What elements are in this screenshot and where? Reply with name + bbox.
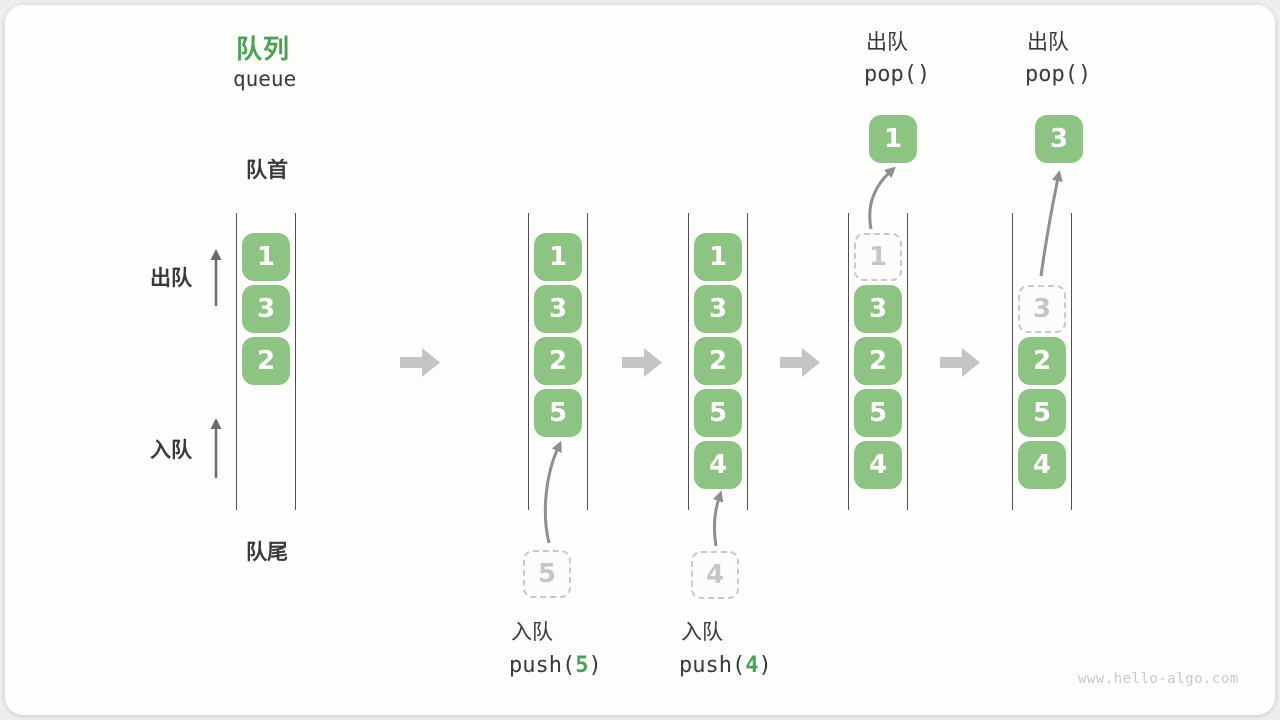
push-code-arg: 4 [745, 653, 759, 678]
popped-cell: 1 [869, 115, 917, 163]
push-code-suffix: ) [588, 653, 602, 678]
queue-cell: 1 [694, 233, 742, 281]
push-code-arg: 5 [575, 653, 589, 678]
diagram-card [5, 5, 1275, 715]
watermark: www.hello-algo.com [1078, 671, 1239, 687]
queue-cell: 5 [534, 389, 582, 437]
queue-cell: 4 [854, 441, 902, 489]
queue-cell: 3 [694, 285, 742, 333]
queue-cell: 5 [1018, 389, 1066, 437]
rear-label: 队尾 [246, 541, 288, 564]
pop-op-label: 出队 [1027, 31, 1069, 54]
diagram-title-zh: 队列 [236, 34, 291, 64]
queue-state-4: 1 3 2 5 4 [848, 213, 908, 510]
push-op-code: push(4) [679, 653, 772, 678]
push-code-suffix: ) [758, 653, 772, 678]
queue-cell: 1 [242, 233, 290, 281]
dequeue-side-label: 出队 [150, 267, 192, 290]
front-label: 队首 [246, 159, 288, 182]
staged-cell: 5 [523, 550, 571, 598]
queue-cell: 2 [534, 337, 582, 385]
queue-cell: 2 [1018, 337, 1066, 385]
queue-cell: 5 [854, 389, 902, 437]
queue-cell: 3 [854, 285, 902, 333]
queue-cell: 2 [854, 337, 902, 385]
pop-op-code: pop() [1025, 62, 1092, 87]
popped-cell: 3 [1035, 115, 1083, 163]
queue-state-1: 1 3 2 [236, 213, 296, 510]
queue-cell-dashed: 3 [1018, 285, 1066, 333]
pop-op-code: pop() [864, 62, 931, 87]
queue-cell: 2 [242, 337, 290, 385]
queue-cell: 4 [1018, 441, 1066, 489]
push-code-prefix: push( [509, 653, 576, 678]
pop-op-label: 出队 [866, 31, 908, 54]
push-op-code: push(5) [509, 653, 602, 678]
push-op-label: 入队 [511, 621, 553, 644]
queue-cell: 5 [694, 389, 742, 437]
queue-cell-dashed: 1 [854, 233, 902, 281]
push-code-prefix: push( [679, 653, 746, 678]
queue-cell: 3 [242, 285, 290, 333]
queue-state-2: 1 3 2 5 [528, 213, 588, 510]
queue-cell: 2 [694, 337, 742, 385]
queue-cell: 1 [534, 233, 582, 281]
enqueue-side-label: 入队 [150, 439, 192, 462]
staged-cell: 4 [691, 551, 739, 599]
queue-state-5: 3 2 5 4 [1012, 213, 1072, 510]
queue-state-3: 1 3 2 5 4 [688, 213, 748, 510]
diagram-title-en: queue [233, 67, 297, 91]
push-op-label: 入队 [681, 621, 723, 644]
queue-cell: 3 [534, 285, 582, 333]
queue-cell: 4 [694, 441, 742, 489]
